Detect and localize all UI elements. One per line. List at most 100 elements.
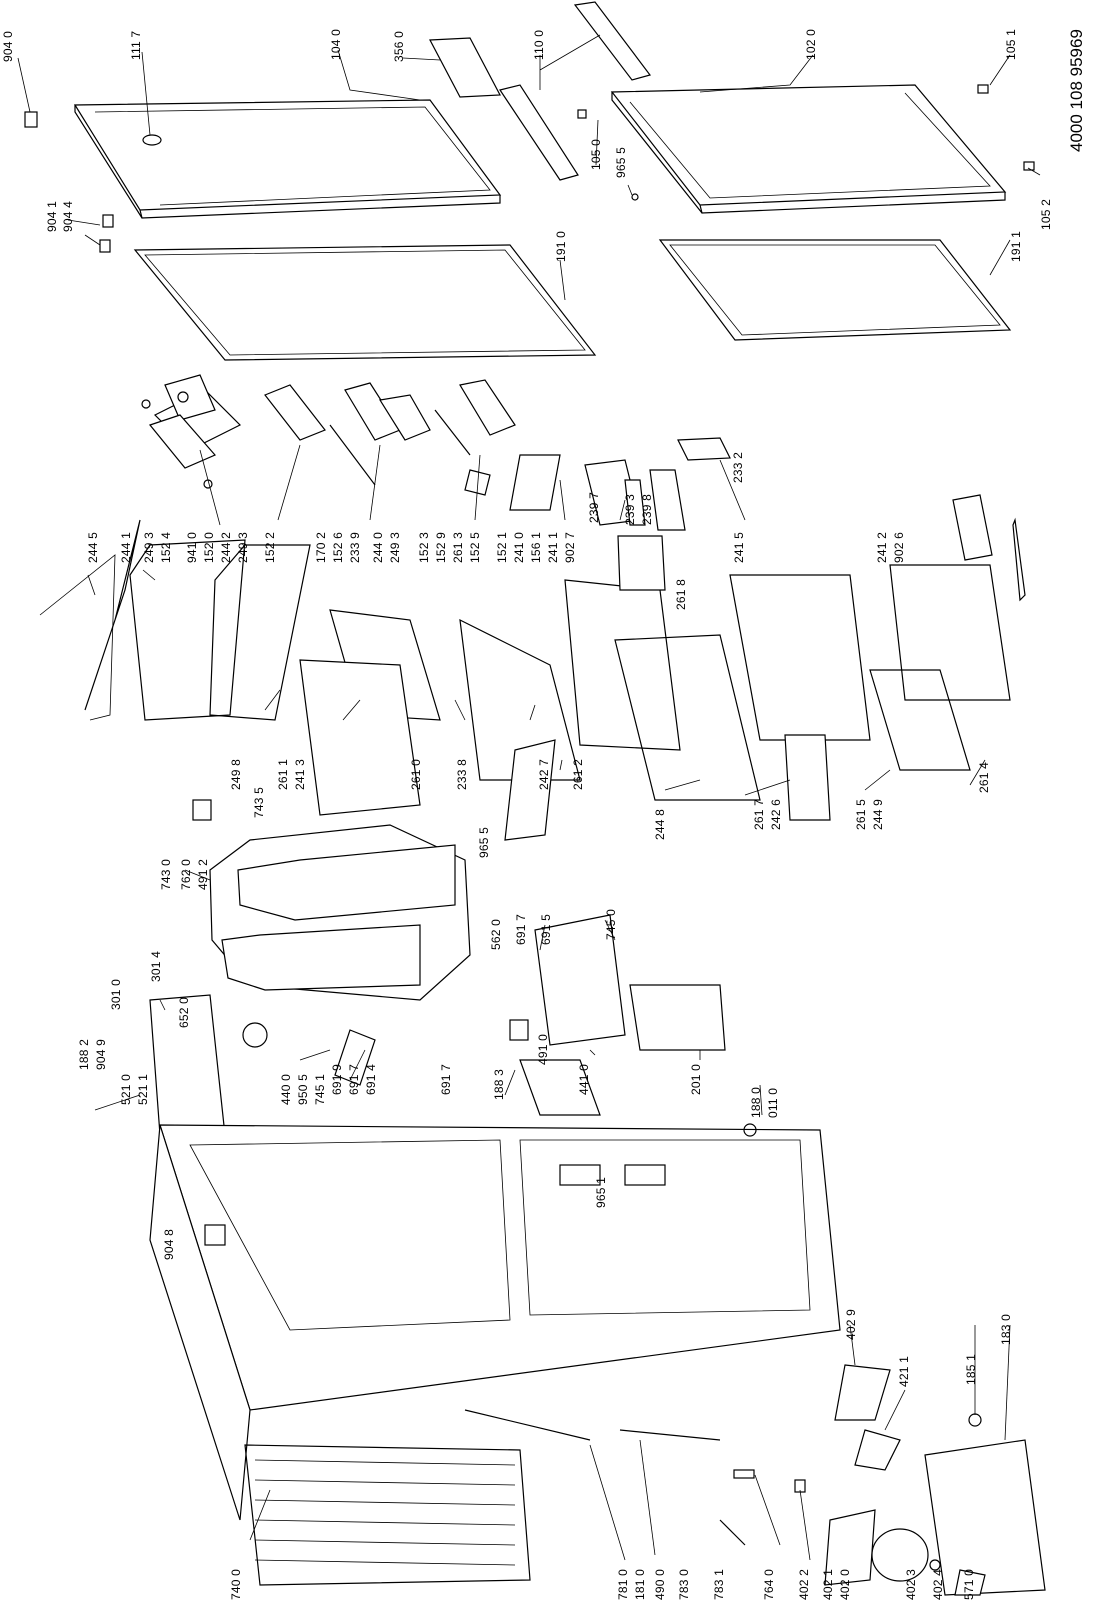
part-label: 152 3 <box>417 531 431 563</box>
part-label: 104 0 <box>329 28 343 60</box>
part-label: 239 7 <box>587 491 601 523</box>
part-label: 902 7 <box>563 531 577 563</box>
part-label: 102 0 <box>804 28 818 60</box>
part-label: 233 9 <box>348 531 362 563</box>
part-label: 233 2 <box>731 451 745 483</box>
part-label: 181 0 <box>633 1568 647 1600</box>
part-label: 691 7 <box>439 1063 453 1095</box>
part-label: 242 7 <box>537 758 551 790</box>
shelves-drawers-drawing <box>39 494 1026 841</box>
part-label: 261 0 <box>409 758 423 790</box>
part-label: 261 1 <box>276 758 290 790</box>
part-label: 188 3 <box>492 1068 506 1100</box>
part-label: 105 0 <box>589 138 603 170</box>
part-label: 244 8 <box>653 808 667 840</box>
freezer-door-drawing <box>73 99 502 219</box>
part-label: 402 4 <box>931 1568 945 1600</box>
part-label: 965 5 <box>614 146 628 178</box>
part-label: 691 4 <box>364 1063 378 1095</box>
part-label: 188 2 <box>77 1038 91 1070</box>
part-label: 950 5 <box>296 1073 310 1105</box>
fridge-door-drawing <box>610 84 1007 214</box>
part-label: 241 0 <box>512 531 526 563</box>
leader-lines <box>17 34 1041 1561</box>
door-gaskets-drawing <box>133 239 1012 361</box>
part-label: 691 5 <box>539 913 553 945</box>
part-label: 490 0 <box>653 1568 667 1600</box>
part-label: 261 4 <box>977 761 991 793</box>
part-label: 781 0 <box>616 1568 630 1600</box>
part-label: 783 1 <box>712 1568 726 1600</box>
part-label: 152 4 <box>159 531 173 563</box>
part-label: 261 8 <box>674 578 688 610</box>
part-label: 241 3 <box>293 758 307 790</box>
condenser-compressor-drawing <box>244 1364 1046 1596</box>
part-label: 491 0 <box>536 1033 550 1065</box>
part-label: 965 5 <box>477 826 491 858</box>
part-label: 691 7 <box>347 1063 361 1095</box>
part-label: 743 5 <box>252 786 266 818</box>
part-label: 652 0 <box>177 996 191 1028</box>
part-label: 233 8 <box>455 758 469 790</box>
part-label: 745 1 <box>313 1073 327 1105</box>
part-label: 011 0 <box>766 1087 780 1118</box>
part-label: 691 9 <box>330 1063 344 1095</box>
part-label: 249 3 <box>236 531 250 563</box>
part-label: 402 3 <box>904 1568 918 1600</box>
part-label: 783 0 <box>677 1568 691 1600</box>
part-label: 762 0 <box>179 858 193 890</box>
part-label: 904 0 <box>1 30 15 62</box>
part-label: 521 0 <box>119 1073 133 1105</box>
part-label: 244 1 <box>119 531 133 563</box>
part-label: 239 3 <box>623 493 637 525</box>
part-label: 239 8 <box>640 493 654 525</box>
part-label: 402 9 <box>844 1308 858 1340</box>
part-label: 261 5 <box>854 798 868 830</box>
part-label: 402 1 <box>821 1568 835 1600</box>
part-label: 249 8 <box>229 758 243 790</box>
part-label: 421 1 <box>897 1355 911 1387</box>
part-label: 191 0 <box>554 230 568 262</box>
part-label: 170 2 <box>314 531 328 563</box>
part-label: 156 1 <box>529 531 543 563</box>
part-label: 740 0 <box>229 1568 243 1600</box>
part-label: 441 0 <box>577 1063 591 1095</box>
part-label: 261 3 <box>451 531 465 563</box>
part-label: 244 0 <box>371 531 385 563</box>
top-parts-drawing <box>24 1 1035 253</box>
part-label: 743 0 <box>159 858 173 890</box>
part-label: 261 7 <box>752 798 766 830</box>
part-label: 491 2 <box>196 858 210 890</box>
part-label: 301 0 <box>109 978 123 1010</box>
part-label: 152 9 <box>434 531 448 563</box>
part-label: 242 6 <box>769 798 783 830</box>
part-label: 110 0 <box>532 29 546 60</box>
air-duct-drawing <box>192 799 471 1001</box>
part-label: 191 1 <box>1009 230 1023 262</box>
part-label: 244 5 <box>86 531 100 563</box>
part-label: 521 1 <box>136 1073 150 1105</box>
part-label: 902 6 <box>892 531 906 563</box>
part-label: 904 8 <box>162 1228 176 1260</box>
part-label: 185 1 <box>964 1353 978 1385</box>
cabinet-drawing <box>149 1123 841 1521</box>
part-label: 249 3 <box>388 531 402 563</box>
part-label: 152 2 <box>263 531 277 563</box>
part-label: 201 0 <box>689 1063 703 1095</box>
part-label: 904 1 <box>45 200 59 232</box>
part-label: 249 3 <box>142 531 156 563</box>
part-label: 261 2 <box>571 758 585 790</box>
part-label: 904 4 <box>61 200 75 232</box>
part-label: 691 7 <box>514 913 528 945</box>
part-label: 745 0 <box>604 908 618 940</box>
part-label: 152 5 <box>468 531 482 563</box>
part-label: 244 2 <box>219 531 233 563</box>
door-balconies-drawing <box>141 374 731 531</box>
part-label: 301 4 <box>149 950 163 982</box>
part-label: 105 1 <box>1004 28 1018 60</box>
part-label: 152 6 <box>331 531 345 563</box>
part-label: 440 0 <box>279 1073 293 1105</box>
part-label: 111 7 <box>129 30 143 60</box>
part-label: 904 9 <box>94 1038 108 1070</box>
